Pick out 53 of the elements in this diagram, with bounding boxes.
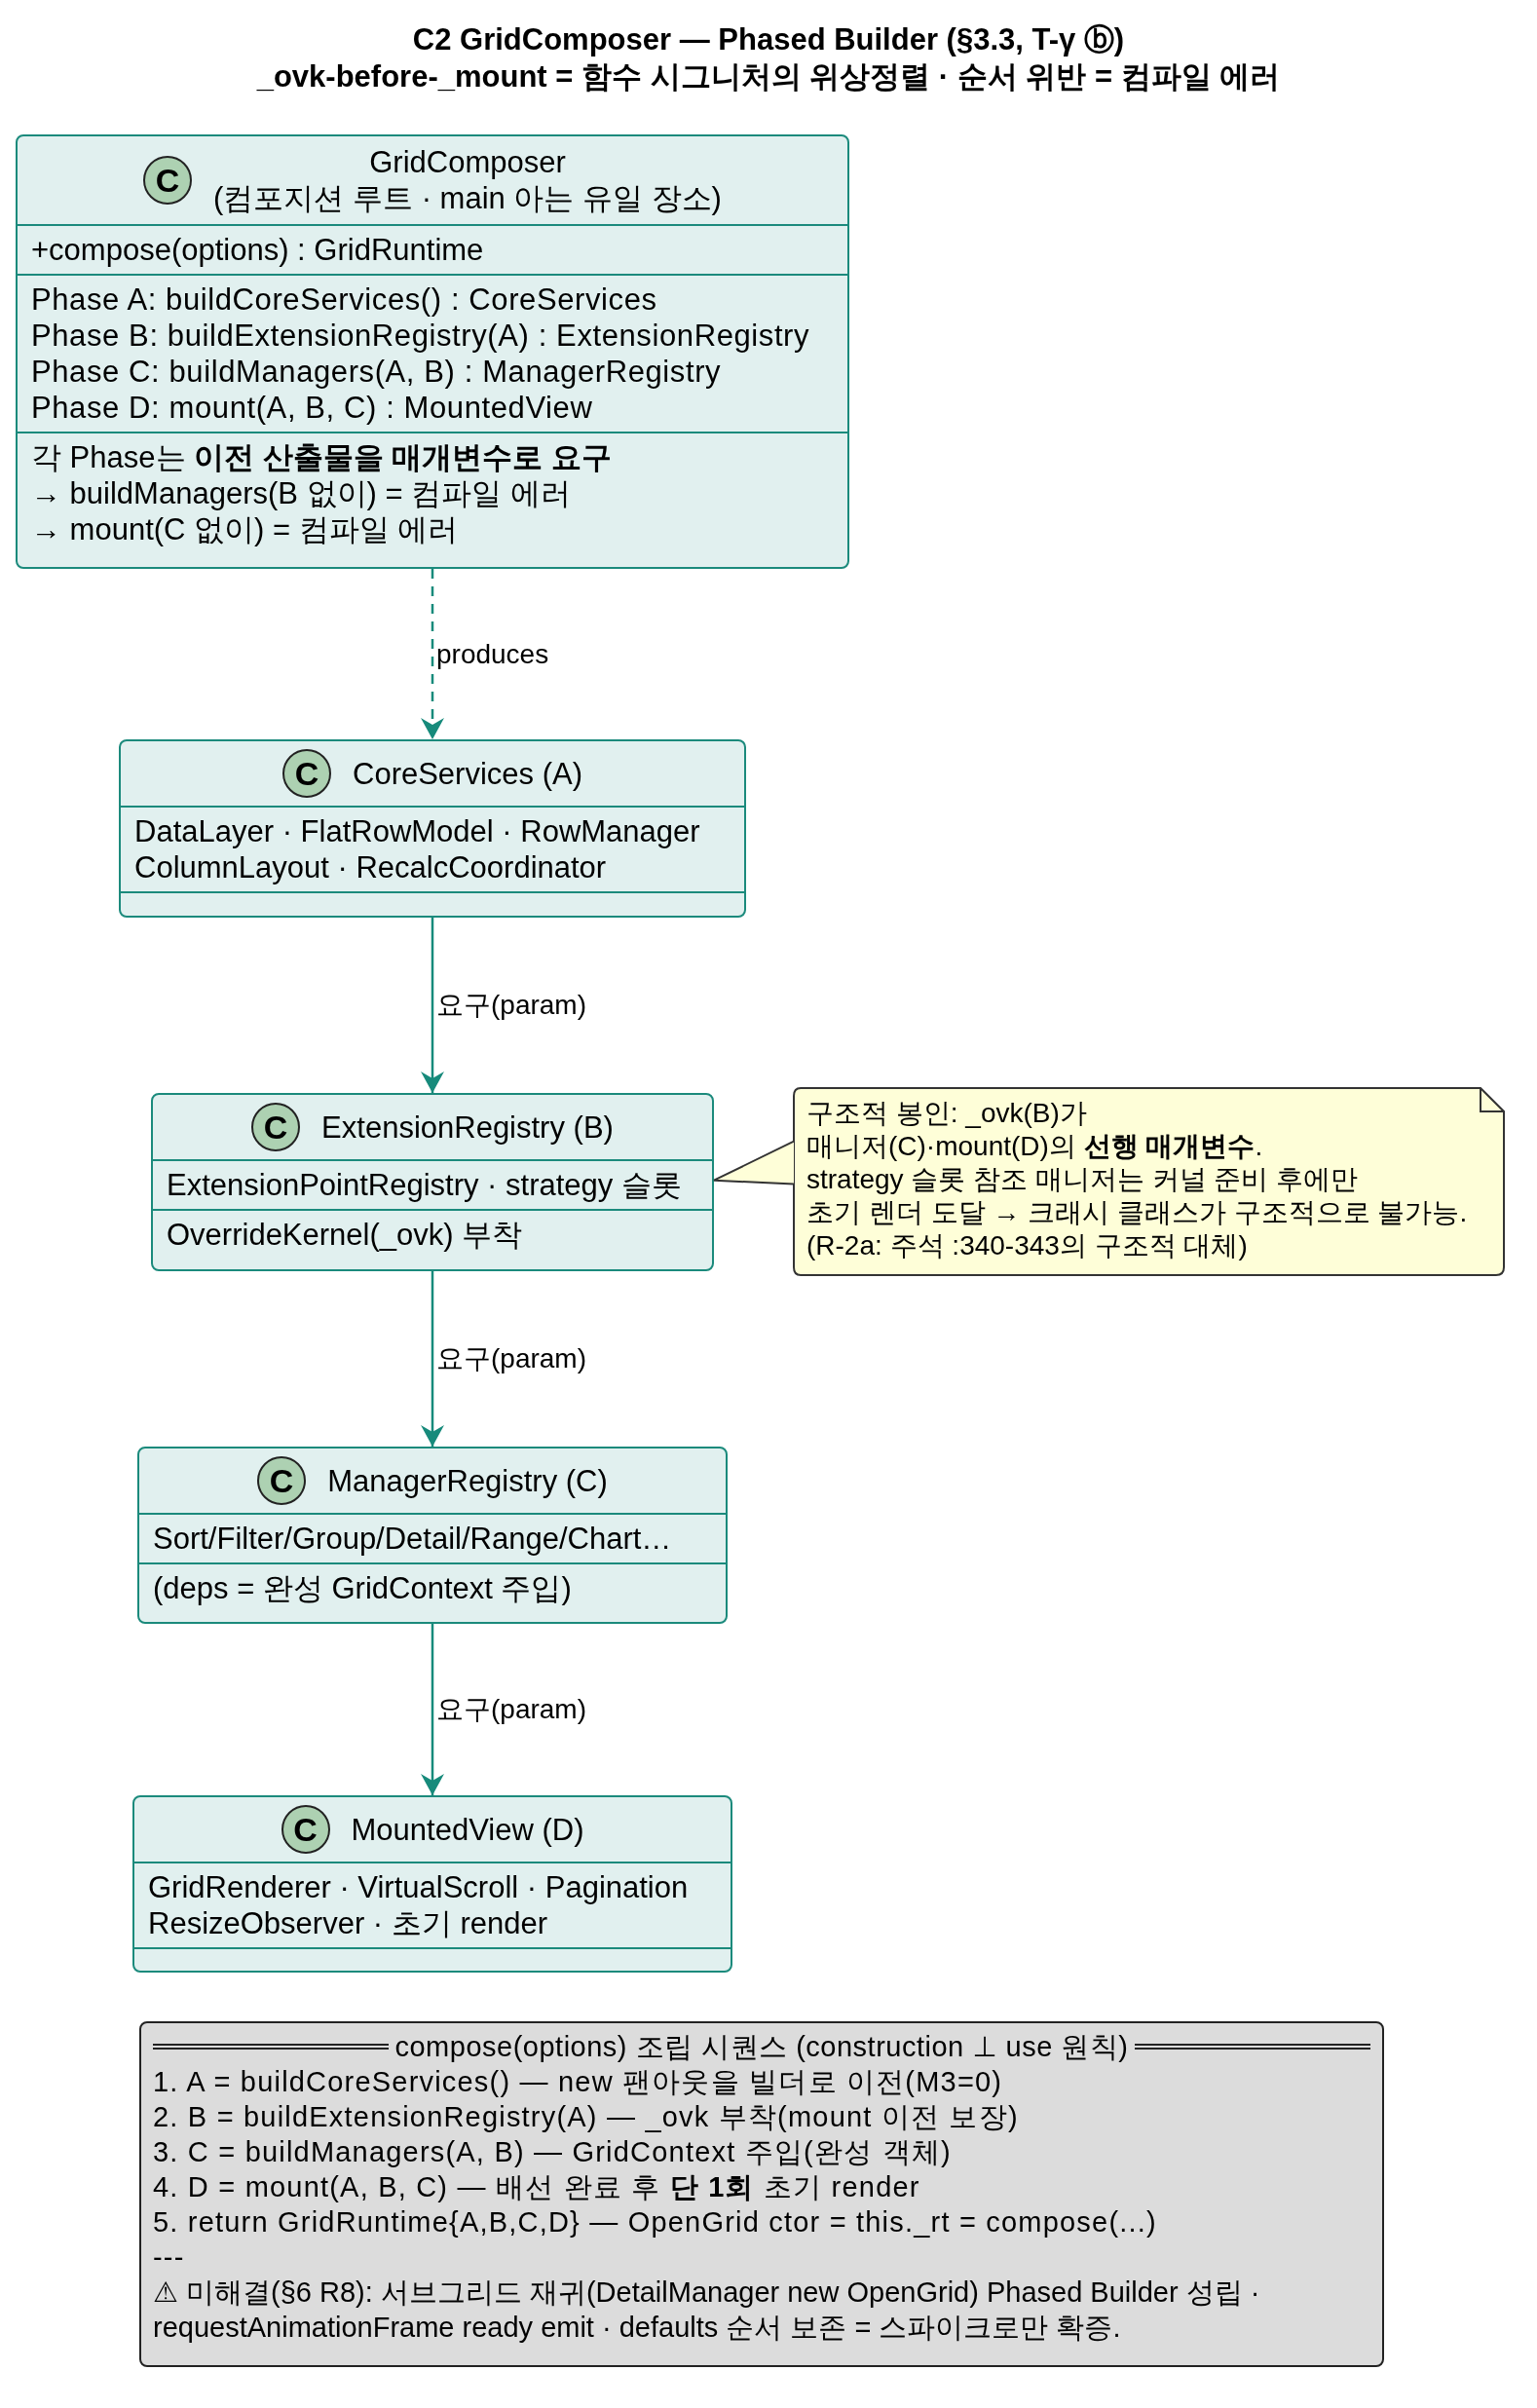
member-text: DataLayer · FlatRowModel · RowManager: [134, 813, 701, 849]
note-text: 초기 렌더 도달 → 크래시 클래스가 구조적으로 불가능.: [806, 1196, 1469, 1229]
method-signature: Phase D: mount(A, B, C) : MountedView: [31, 390, 594, 426]
class-box: [119, 739, 746, 918]
note-text: 구조적 봉인: _ovk(B)가: [806, 1097, 1088, 1130]
arrow: [421, 1271, 444, 1447]
class-icon: C: [143, 156, 193, 205]
member-text: Sort/Filter/Group/Detail/Range/Chart…: [153, 1521, 673, 1557]
callout-pointer: [713, 1140, 795, 1185]
sequence-step: 3. C = buildManagers(A, B) — GridContext 주입(완성 객체): [153, 2134, 1370, 2169]
sequence-step: ---: [153, 2239, 1370, 2275]
sequence-box: [139, 2021, 1384, 2367]
class-box: [132, 1795, 732, 1973]
class-name: ExtensionRegistry (B): [321, 1109, 614, 1146]
class-icon: C: [251, 1103, 301, 1151]
class-name: CoreServices (A): [353, 755, 582, 792]
member-text: → mount(C 없이) = 컴파일 에러: [31, 511, 460, 547]
member-text: GridRenderer · VirtualScroll · Pagination: [148, 1869, 690, 1905]
note-text: 매니저(C)·mount(D)의 선행 매개변수.: [806, 1130, 1264, 1163]
box-heading: compose(options) 조립 시퀀스 (construction ⊥ use 원칙): [394, 2030, 1129, 2064]
class-name: GridComposer: [368, 144, 567, 180]
sequence-step: 2. B = buildExtensionRegistry(A) — _ovk 부착(mount 이전 보장): [153, 2099, 1370, 2134]
member-text: ColumnLayout · RecalcCoordinator: [134, 849, 608, 885]
class-box: [137, 1447, 728, 1624]
arrow: [421, 918, 444, 1093]
note-text: (R-2a: 주석 :340-343의 구조적 대체): [806, 1229, 1249, 1262]
member-text: → buildManagers(B 없이) = 컴파일 에러: [31, 475, 572, 511]
title: C2 GridComposer — Phased Builder (§3.3, T-γ ⓑ): [411, 21, 1126, 57]
method-signature: Phase B: buildExtensionRegistry(A) : ExtensionRegistry: [31, 318, 811, 354]
dashed-arrow: [421, 569, 444, 739]
sequence-step: 1. A = buildCoreServices() — new 팬아웃을 빌더로 이전(M3=0): [153, 2064, 1370, 2099]
method-signature: +compose(options) : GridRuntime: [31, 232, 485, 268]
member-text: ResizeObserver · 초기 render: [148, 1905, 548, 1941]
arrow: [421, 1624, 444, 1795]
sequence-step: 4. D = mount(A, B, C) — 배선 완료 후 단 1회 초기 render: [153, 2169, 1370, 2204]
member-text: ExtensionPointRegistry · strategy 슬롯: [167, 1167, 683, 1203]
sequence-step: 5. return GridRuntime{A,B,C,D} — OpenGrid ctor = this._rt = compose(...): [153, 2204, 1370, 2239]
class-name: (컴포지션 루트 · main 아는 유일 장소): [213, 180, 722, 216]
class-icon: C: [282, 749, 331, 798]
class-icon: C: [281, 1805, 330, 1854]
member-text: (deps = 완성 GridContext 주입): [153, 1570, 573, 1606]
method-signature: Phase C: buildManagers(A, B) : ManagerRegistry: [31, 354, 723, 390]
class-box: [16, 134, 849, 569]
method-signature: Phase A: buildCoreServices() : CoreServices: [31, 282, 658, 318]
class-icon: C: [257, 1456, 307, 1505]
member-text: OverrideKernel(_ovk) 부착: [167, 1217, 524, 1253]
class-box: [151, 1093, 714, 1271]
warning-note: ⚠ 미해결(§6 R8): 서브그리드 재귀(DetailManager new OpenGrid) Phased Builder 성립 · requestAnimationFrame ready emit · defaults 순서 보존 = 스파이크로만 확증.: [153, 2276, 1261, 2345]
class-name: ManagerRegistry (C): [327, 1462, 608, 1499]
member-text: 각 Phase는 이전 산출물을 매개변수로 요구: [31, 439, 613, 475]
note-text: strategy 슬롯 참조 매니저는 커널 준비 후에만: [806, 1163, 1360, 1196]
class-name: MountedView (D): [351, 1811, 584, 1848]
subtitle: _ovk-before-_mount = 함수 시그니처의 위상정렬 · 순서 위반 = 컴파일 에러: [255, 58, 1282, 94]
